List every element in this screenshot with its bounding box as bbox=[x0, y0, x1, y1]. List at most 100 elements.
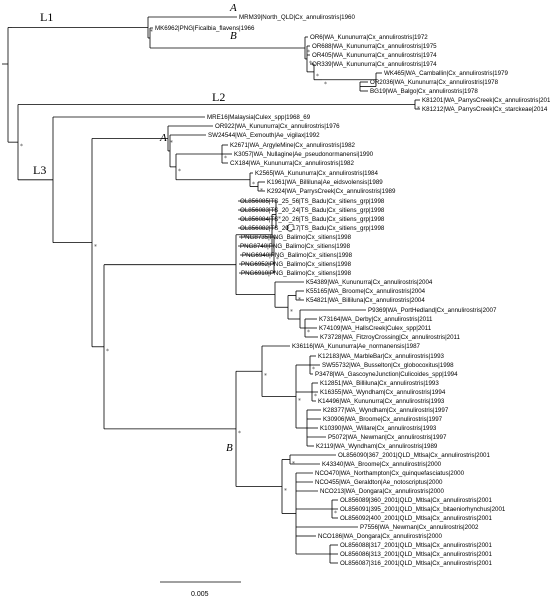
leaf-label: P3478|WA_GascoyneJunction|Culicoides_spp… bbox=[315, 371, 458, 378]
lineage-label-l1: L1 bbox=[40, 10, 53, 24]
leaf-label: NCO470|WA_Northampton|Cx_quinquefasciatu… bbox=[315, 470, 465, 477]
support-marker: * bbox=[178, 168, 181, 175]
leaf-label: OL856085|TS_25_56|TS_Badu|Cx_sitiens_grp… bbox=[240, 198, 385, 205]
leaf-label: P9369|WA_PortHedland|Cx_annulirostris|20… bbox=[368, 307, 497, 314]
leaf-label: NCO213|WA_Dongara|Cx_annulirostris|2000 bbox=[320, 488, 444, 495]
leaf-label: CX184|WA_Kununurra|Cx_annulirostris|1982 bbox=[230, 160, 354, 167]
sublineage-label-l1-a: A bbox=[229, 2, 237, 14]
leaf-labels: MRM39|North_QLD|Cx_annulirostris|1960MK6… bbox=[155, 14, 550, 567]
support-marker: * bbox=[334, 510, 337, 517]
leaf-label: K2119|WA_Wyndham|Cx_annulirostris|1989 bbox=[316, 443, 438, 450]
leaf-label: K28377|WA_Wyndham|Cx_annulirostris|1997 bbox=[323, 407, 449, 414]
leaf-label: WK465|WA_Camballin|Cx_annulirostris|1979 bbox=[384, 70, 508, 77]
leaf-label: OL856088|317_2001|QLD_Mtlsa|Cx_annuliros… bbox=[340, 542, 492, 549]
leaf-label: K73164|WA_Derby|Cx_annulirostris|2011 bbox=[319, 316, 433, 323]
leaf-label: K1961|WA_Billiluna|Ae_eidsvolensis|1989 bbox=[267, 179, 383, 186]
leaf-label: K55165|WA_Broome|Cx_annulirostris|2004 bbox=[306, 288, 426, 295]
leaf-label: PNG6940|PNG_Balimo|Cx_sitiens|1998 bbox=[242, 252, 353, 259]
support-marker: * bbox=[292, 461, 295, 468]
leaf-label: OL856087|316_2001|QLD_Mtlsa|Cx_annuliros… bbox=[340, 560, 492, 567]
support-marker: * bbox=[106, 348, 109, 355]
leaf-label: NCO186|WA_Dongara|Cx_annulirostris|2000 bbox=[318, 533, 442, 540]
support-marker: * bbox=[324, 81, 327, 88]
support-marker: * bbox=[260, 188, 263, 195]
leaf-label: P5072|WA_Newman|Cx_annulirostris|1997 bbox=[328, 434, 447, 441]
support-marker: * bbox=[307, 329, 310, 336]
leaf-label: K2671|WA_ArgyleMine|Cx_annulirostris|198… bbox=[230, 142, 356, 149]
leaf-label: K14496|WA_Kununurra|Cx_annulirostris|199… bbox=[318, 398, 445, 405]
leaf-label: PNG8740|PNG_Balimo|Cx_sitiens|1998 bbox=[240, 243, 351, 250]
leaf-label: MK6962|PNG|Ficalbia_flavens|1966 bbox=[155, 25, 255, 32]
support-marker: * bbox=[278, 216, 281, 223]
leaf-label: K2565|WA_Kununurra|Cx_annulirostris|1984 bbox=[255, 170, 378, 177]
leaf-label: K36116|WA_Kununurra|Ae_normanensis|1987 bbox=[292, 343, 421, 350]
leaf-label: SW24544|WA_Exmouth|Ae_vigilax|1992 bbox=[208, 132, 320, 139]
leaf-label: OL856092|400_2001|QLD_Mtlsa|Cx_annuliros… bbox=[340, 515, 492, 522]
leaf-label: OL856086|313_2001|QLD_Mtlsa|Cx_annuliros… bbox=[340, 551, 492, 558]
leaf-label: OL856090|367_2001|QLD_Mtlsa|Cx_annuliros… bbox=[338, 452, 490, 459]
leaf-label: OR688|WA_Kununurra|Cx_annulirostris|1975 bbox=[312, 43, 437, 50]
leaf-label: K2924|WA_ParrysCreek|Cx_annulirostris|19… bbox=[267, 188, 396, 195]
sublineage-label-l3-b: B bbox=[226, 442, 233, 454]
leaf-label: MRM39|North_QLD|Cx_annulirostris|1960 bbox=[239, 14, 355, 21]
leaf-label: K12183|WA_MarbleBar|Cx_annulirostris|199… bbox=[318, 353, 445, 360]
leaf-label: K54821|WA_Billiluna|Cx_annulirostris|200… bbox=[306, 297, 425, 304]
leaf-label: OL856083|TS_20_24|TS_Badu|Cx_sitiens_grp… bbox=[240, 207, 385, 214]
support-marker: * bbox=[20, 143, 23, 150]
leaf-label: OL856082|TS_20_17|TS_Badu|Cx_sitiens_grp… bbox=[240, 225, 385, 232]
leaf-label: K54389|WA_Kununurra|Cx_annulirostris|200… bbox=[306, 279, 433, 286]
leaf-label: K12851|WA_Billiluna|Cx_annulirostris|199… bbox=[320, 380, 439, 387]
sublineage-label-l3-a: A bbox=[159, 132, 167, 144]
clade-labels: L1 L2 L3 A B A C B bbox=[33, 2, 294, 454]
support-marker: * bbox=[307, 49, 310, 56]
leaf-label: K81201|WA_ParrysCreek|Cx_annulirostris|2… bbox=[422, 97, 550, 104]
support-marker: * bbox=[94, 244, 97, 251]
leaf-label: K73728|WA_FitzroyCrossing|Cx_annulirostr… bbox=[320, 334, 461, 341]
support-marker: * bbox=[316, 73, 319, 80]
support-marker: * bbox=[274, 236, 277, 243]
support-marker: * bbox=[309, 60, 312, 67]
leaf-label: SW55732|WA_Busselton|Cx_globocoxitus|199… bbox=[322, 362, 454, 369]
lineage-label-l2: L2 bbox=[212, 90, 225, 104]
support-marker: * bbox=[276, 256, 279, 263]
leaf-label: BG19|WA_Balgo|Cx_annulirostris|1978 bbox=[370, 88, 478, 95]
leaf-label: OR339|WA_Kununurra|Cx_annulirostris|1974 bbox=[312, 61, 437, 68]
leaf-label: K16355|WA_Wyndham|Cx_annulirostris|1994 bbox=[320, 389, 446, 396]
leaf-label: PNG8735|PNG_Balimo|Cx_sitiens|1998 bbox=[241, 234, 352, 241]
support-marker: * bbox=[252, 181, 255, 188]
support-marker: * bbox=[314, 393, 317, 400]
support-marker: * bbox=[298, 297, 301, 304]
leaf-label: OL856089|360_2001|QLD_Mtlsa|Cx_annuliros… bbox=[340, 497, 492, 504]
leaf-label: MRE16|Malaysia|Culex_spp|1968_69 bbox=[207, 114, 311, 121]
leaf-label: K81212|WA_ParrysCreek|Cx_starckeae|2014 bbox=[422, 106, 548, 113]
leaf-label: PNG6910|PNG_Balimo|Cx_sitiens|1998 bbox=[241, 270, 352, 277]
sublineage-label-l1-b: B bbox=[230, 30, 237, 42]
support-marker: * bbox=[264, 372, 267, 379]
leaf-label: K43340|WA_Broome|Cx_annulirostris|2000 bbox=[322, 461, 442, 468]
leaf-label: PNG6952|PNG_Balimo|Cx_sitiens|1998 bbox=[241, 261, 352, 268]
support-marker: * bbox=[417, 106, 420, 113]
support-marker: * bbox=[284, 488, 287, 495]
support-marker: * bbox=[298, 398, 301, 405]
scale-bar: 0.005 bbox=[160, 581, 241, 598]
support-marker: * bbox=[150, 28, 153, 35]
leaf-label: OR2036|WA_Kununurra|Cx_annulirostris|197… bbox=[370, 79, 499, 86]
support-marker: * bbox=[238, 430, 241, 437]
support-marker: * bbox=[224, 155, 227, 162]
support-marker: * bbox=[170, 139, 173, 146]
leaf-label: K30906|WA_Broome|Cx_annulirostris|1997 bbox=[323, 416, 443, 423]
leaf-label: OR6|WA_Kununurra|Cx_annulirostris|1972 bbox=[310, 34, 428, 41]
leaf-label: K74109|WA_HallsCreek|Culex_spp|2011 bbox=[319, 325, 432, 332]
scale-bar-label: 0.005 bbox=[191, 591, 209, 598]
leaf-label: OR922|WA_Kununurra|Cx_annulirostris|1976 bbox=[215, 123, 340, 130]
leaf-label: K3057|WA_Nullagine|Ae_pseudonormanensi|1… bbox=[234, 151, 374, 158]
leaf-label: OR405|WA_Kununurra|Cx_annulirostris|1974 bbox=[312, 52, 437, 59]
leaf-label: OL856084|TS_20_26|TS_Badu|Cx_sitiens_grp… bbox=[240, 216, 385, 223]
leaf-label: OL856091|395_2001|QLD_Mtlsa|Cx_bitaenior… bbox=[340, 506, 506, 513]
lineage-label-l3: L3 bbox=[33, 163, 46, 177]
support-marker: * bbox=[312, 366, 315, 373]
sublineage-label-l3-c: C bbox=[286, 222, 294, 234]
support-marker: * bbox=[290, 308, 293, 315]
leaf-label: P7556|WA_Newman|Cx_annulirostris|2002 bbox=[360, 524, 479, 531]
